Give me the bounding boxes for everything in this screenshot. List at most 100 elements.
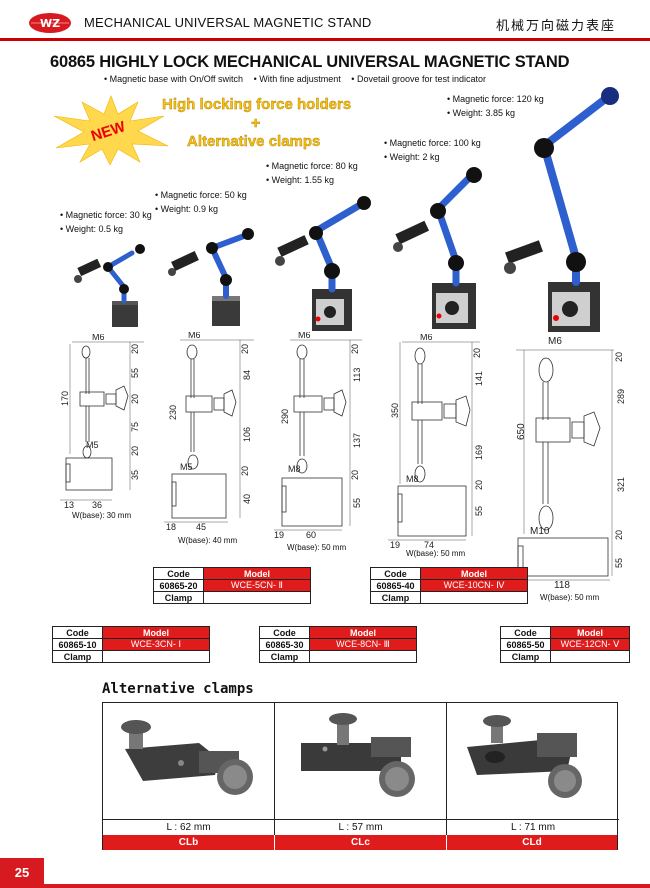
svg-text:M5: M5 <box>180 462 193 472</box>
svg-text:20: 20 <box>350 470 360 480</box>
svg-text:350: 350 <box>390 403 400 418</box>
svg-text:169: 169 <box>474 445 484 460</box>
svg-text:118: 118 <box>554 580 570 591</box>
svg-text:19: 19 <box>390 540 400 550</box>
svg-text:20: 20 <box>474 480 484 490</box>
clamp-photo-clc <box>275 703 447 819</box>
feature-item: Magnetic base with On/Off switch <box>104 74 243 84</box>
svg-text:M8: M8 <box>406 474 419 484</box>
clamp-clc-image <box>301 713 415 797</box>
svg-text:141: 141 <box>474 371 484 386</box>
drawing-model-2: M6 M5 230 20 84 106 20 40 18 45 <box>164 332 254 532</box>
svg-text:230: 230 <box>168 405 178 420</box>
wbase-model-5: W(base): 50 mm <box>540 593 600 602</box>
alternative-clamps-title: Alternative clamps <box>102 681 254 697</box>
svg-text:20: 20 <box>472 348 482 358</box>
svg-text:321: 321 <box>616 477 626 492</box>
wbase-model-1: W(base): 30 mm <box>72 511 132 520</box>
svg-text:106: 106 <box>242 427 252 442</box>
spec-model-5: Magnetic force: 120 kgWeight: 3.85 kg <box>447 92 544 120</box>
svg-text:20: 20 <box>130 394 140 404</box>
svg-text:M6: M6 <box>420 334 433 342</box>
promo-line-2: Alternative clamps <box>187 133 321 150</box>
page-header: WZ MECHANICAL UNIVERSAL MAGNETIC STAND 机… <box>0 0 650 46</box>
promo-plus: + <box>251 115 261 132</box>
svg-text:55: 55 <box>474 506 484 516</box>
svg-text:55: 55 <box>614 558 624 568</box>
svg-text:84: 84 <box>242 370 252 380</box>
clamp-length-clc: L : 57 mm <box>275 819 447 835</box>
svg-text:M6: M6 <box>92 334 105 342</box>
svg-text:137: 137 <box>352 433 362 448</box>
page-number: 25 <box>0 858 44 888</box>
svg-text:20: 20 <box>614 352 624 362</box>
brand-logo: WZ <box>29 13 71 33</box>
new-badge: NEW <box>53 95 169 166</box>
svg-text:20: 20 <box>240 466 250 476</box>
alternative-clamps-table: L : 62 mm L : 57 mm L : 71 mm CLb CLc CL… <box>102 702 619 850</box>
svg-text:74: 74 <box>424 540 434 550</box>
svg-text:55: 55 <box>352 498 362 508</box>
svg-text:20: 20 <box>614 530 624 540</box>
svg-text:60: 60 <box>306 530 316 540</box>
svg-text:20: 20 <box>350 344 360 354</box>
stand-photo-3 <box>275 196 371 331</box>
clamp-cld-image <box>467 715 582 798</box>
wbase-model-2: W(base): 40 mm <box>178 536 238 545</box>
promo-line-1: High locking force holders <box>162 96 352 113</box>
spec-model-3: Magnetic force: 80 kgWeight: 1.55 kg <box>266 159 358 187</box>
svg-text:M6: M6 <box>298 332 311 340</box>
drawing-model-1: M6 M5 170 20 55 20 75 20 35 13 36 <box>60 334 144 510</box>
svg-text:170: 170 <box>60 391 70 406</box>
svg-text:M10: M10 <box>530 526 550 537</box>
svg-text:40: 40 <box>242 494 252 504</box>
svg-text:75: 75 <box>130 422 140 432</box>
clamp-length-clb: L : 62 mm <box>103 819 275 835</box>
svg-text:WZ: WZ <box>40 17 60 30</box>
clamp-clb-image <box>121 720 253 795</box>
header-rule <box>0 38 650 41</box>
clamp-name-cld: CLd <box>447 835 617 850</box>
svg-text:M5: M5 <box>86 440 99 450</box>
drawing-model-4: M6 M8 350 20 141 169 20 55 19 74 <box>388 334 484 550</box>
svg-text:290: 290 <box>280 409 290 424</box>
clamp-photo-clb <box>103 703 275 819</box>
svg-text:20: 20 <box>240 344 250 354</box>
svg-text:19: 19 <box>274 530 284 540</box>
svg-text:M6: M6 <box>188 332 201 340</box>
stand-photo-1 <box>74 244 145 327</box>
svg-text:M6: M6 <box>548 336 562 347</box>
footer-rule <box>44 884 650 888</box>
stand-photo-2 <box>168 228 254 326</box>
wbase-model-4: W(base): 50 mm <box>406 549 466 558</box>
svg-text:45: 45 <box>196 522 206 532</box>
header-title-cn: 机械万向磁力表座 <box>495 19 616 34</box>
feature-list: Magnetic base with On/Off switch With fi… <box>104 74 494 84</box>
svg-text:289: 289 <box>616 389 626 404</box>
stand-photo-4 <box>393 167 482 329</box>
svg-text:650: 650 <box>516 423 527 440</box>
header-title: MECHANICAL UNIVERSAL MAGNETIC STAND <box>84 15 372 30</box>
spec-model-4: Magnetic force: 100 kgWeight: 2 kg <box>384 136 481 164</box>
wbase-model-3: W(base): 50 mm <box>287 543 347 552</box>
clamp-name-clc: CLc <box>275 835 447 850</box>
svg-text:35: 35 <box>130 470 140 480</box>
drawing-model-3: M6 M8 290 20 113 137 20 55 19 60 <box>274 332 362 540</box>
page-title: 60865 HIGHLY LOCK MECHANICAL UNIVERSAL M… <box>50 53 570 71</box>
svg-text:20: 20 <box>130 344 140 354</box>
clamp-name-clb: CLb <box>103 835 275 850</box>
svg-text:18: 18 <box>166 522 176 532</box>
svg-text:36: 36 <box>92 500 102 510</box>
spec-model-1: Magnetic force: 30 kgWeight: 0.5 kg <box>60 208 152 236</box>
drawing-model-5: M6 M10 650 20 289 321 20 55 19 118 <box>516 336 626 591</box>
svg-text:55: 55 <box>130 368 140 378</box>
spec-model-2: Magnetic force: 50 kgWeight: 0.9 kg <box>155 188 247 216</box>
svg-text:20: 20 <box>130 446 140 456</box>
feature-item: Dovetail groove for test indicator <box>351 74 486 84</box>
clamp-photo-cld <box>447 703 619 819</box>
